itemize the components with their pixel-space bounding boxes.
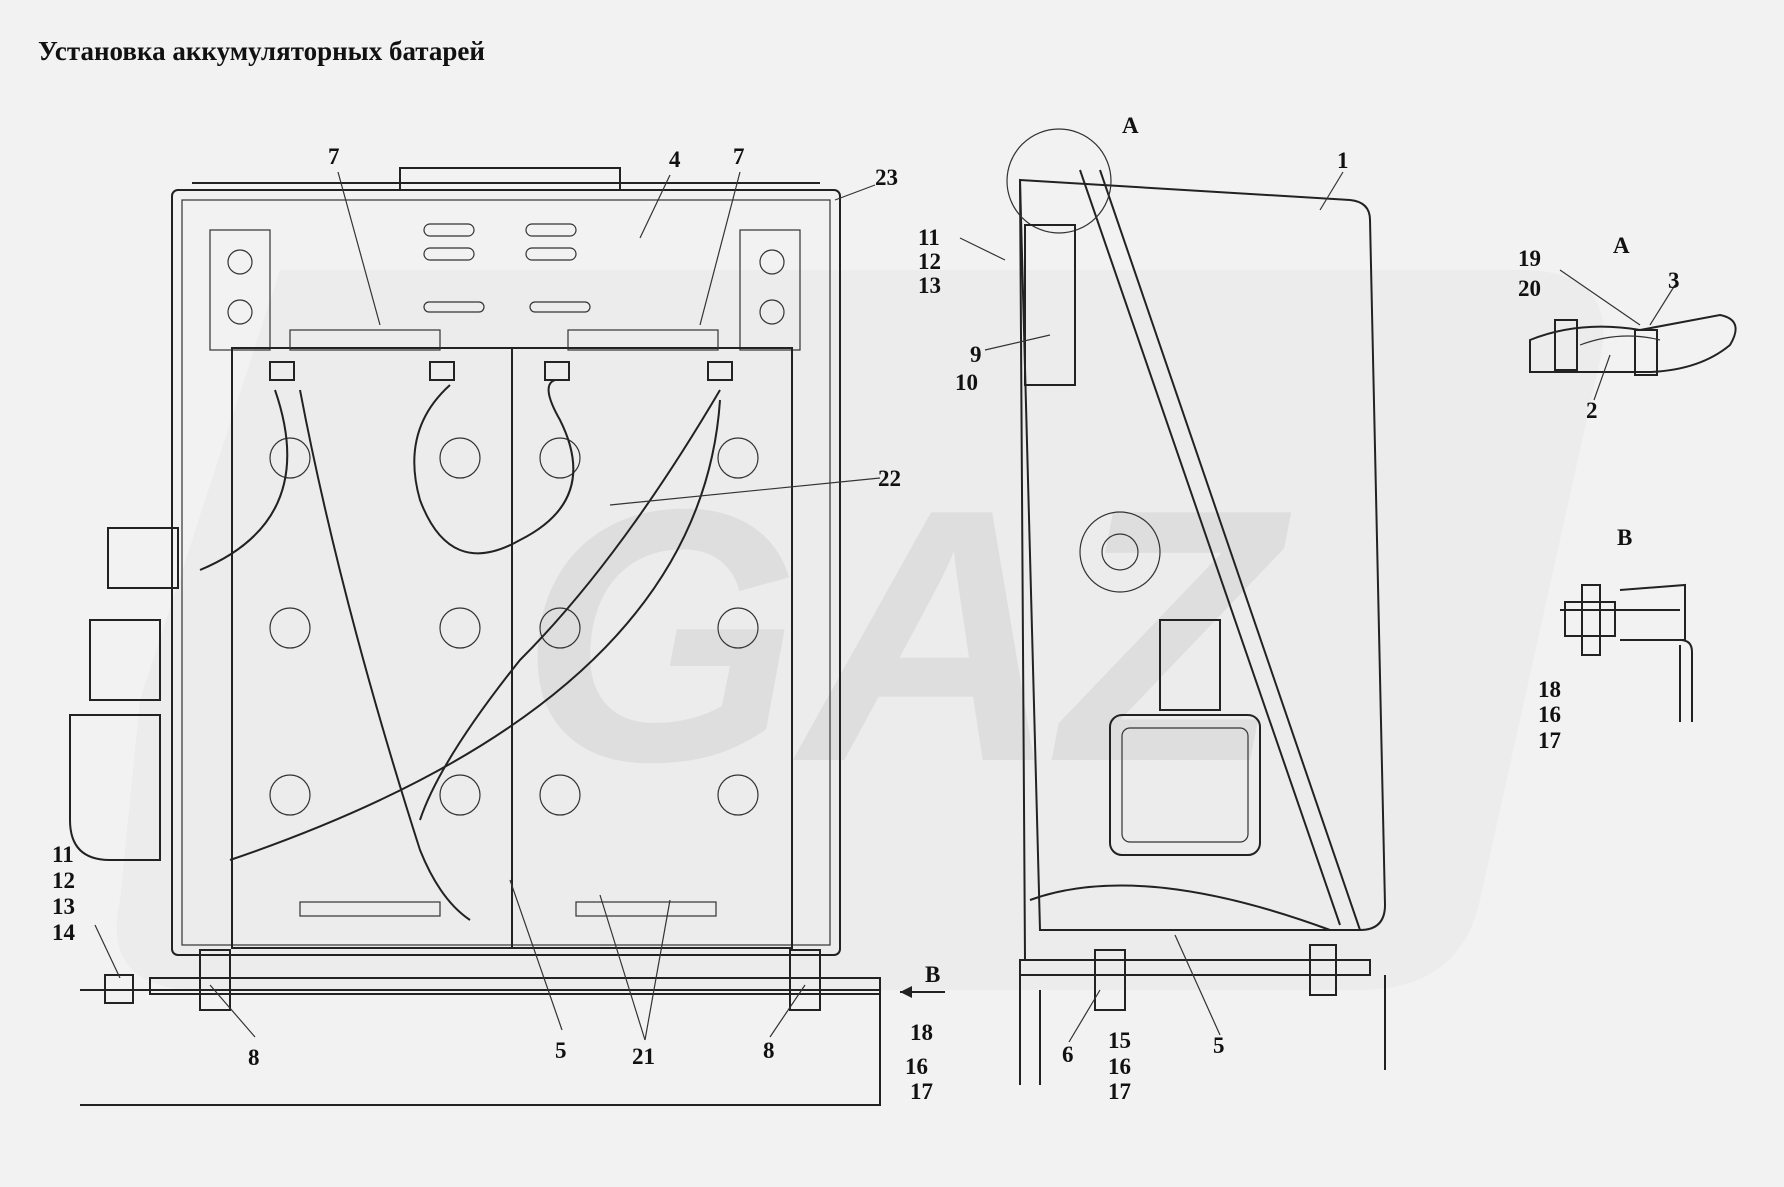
callout-4: 4 (669, 147, 681, 172)
detail-a (1529, 313, 1737, 376)
callout-17-detail-b: 17 (1538, 728, 1561, 753)
callout-10: 10 (955, 370, 978, 395)
leader-lines (94, 171, 1676, 1043)
callout-16-detail-b: 16 (1538, 702, 1561, 727)
callout-labels: 1 2 3 4 5 5 6 7 7 8 8 9 10 11 12 13 11 1… (52, 144, 1680, 1104)
callout-5-side: 5 (1213, 1033, 1225, 1058)
callout-8-right: 8 (763, 1038, 775, 1063)
callout-23: 23 (875, 165, 898, 190)
callout-2: 2 (1586, 398, 1598, 423)
callout-7-right: 7 (733, 144, 745, 169)
callout-11-side: 11 (918, 225, 940, 250)
view-label-b-detail: B (1617, 525, 1632, 550)
callout-22: 22 (878, 466, 901, 491)
callout-21: 21 (632, 1044, 655, 1069)
callout-5-front: 5 (555, 1038, 567, 1063)
front-view (69, 167, 945, 1106)
callout-15: 15 (1108, 1028, 1131, 1053)
callout-1: 1 (1337, 148, 1349, 173)
callout-18-detail-b: 18 (1538, 677, 1561, 702)
callout-11-front: 11 (52, 842, 74, 867)
callout-17-front: 17 (910, 1079, 933, 1104)
watermark-text: GAZ (520, 435, 1296, 837)
callout-9: 9 (970, 342, 982, 367)
callout-12-front: 12 (52, 868, 75, 893)
detail-b (1560, 583, 1693, 722)
callout-6: 6 (1062, 1042, 1074, 1067)
callout-20: 20 (1518, 276, 1541, 301)
callout-8-left: 8 (248, 1045, 260, 1070)
callout-12-side: 12 (918, 249, 941, 274)
view-labels: A A B B (925, 113, 1632, 987)
callout-16-front: 16 (905, 1054, 928, 1079)
callout-14: 14 (52, 920, 76, 945)
diagram-title: Установка аккумуляторных батарей (38, 36, 485, 66)
callout-13-front: 13 (52, 894, 75, 919)
callout-7-left: 7 (328, 144, 340, 169)
callout-19: 19 (1518, 246, 1541, 271)
callout-16-side: 16 (1108, 1054, 1131, 1079)
view-label-a-side: A (1122, 113, 1139, 138)
callout-17-side: 17 (1108, 1079, 1131, 1104)
side-view (1006, 128, 1387, 1085)
callout-3: 3 (1668, 268, 1680, 293)
callout-18-front: 18 (910, 1020, 933, 1045)
view-label-b-arrow: B (925, 962, 940, 987)
watermark-logo: GAZ (116, 270, 1604, 990)
callout-13-side: 13 (918, 273, 941, 298)
view-label-a-detail: A (1613, 233, 1630, 258)
